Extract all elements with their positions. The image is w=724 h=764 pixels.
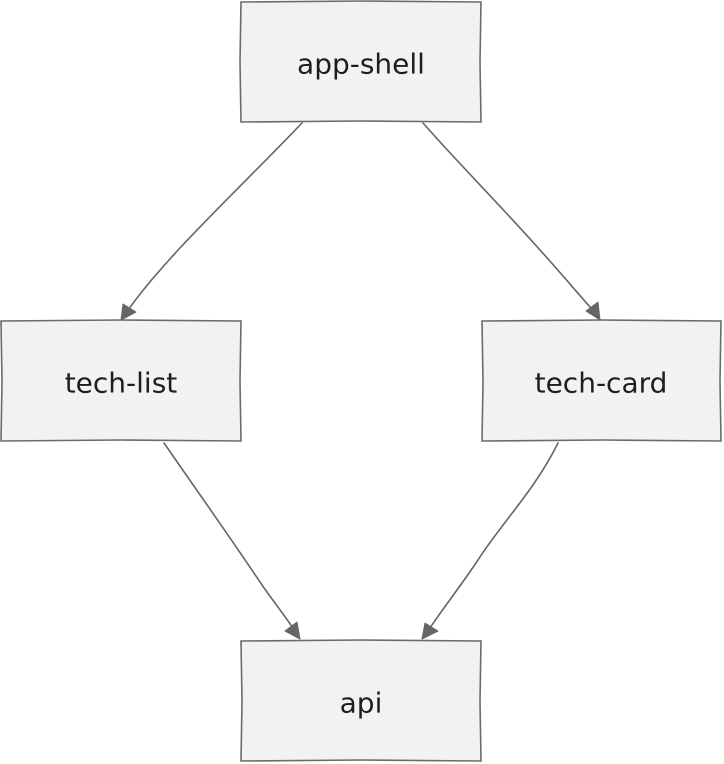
node-label: api (340, 687, 383, 720)
arrowhead-icon (120, 303, 137, 321)
node-box (0, 319, 242, 442)
arrowhead-icon (284, 621, 301, 640)
node-label: tech-list (65, 367, 178, 400)
arrowhead-icon (585, 301, 601, 321)
node-api[interactable]: api (240, 639, 482, 762)
edge-line (425, 442, 559, 635)
node-box (240, 639, 482, 762)
edge-line (163, 442, 298, 635)
edge-tech-card-to-api (421, 442, 559, 640)
edge-tech-list-to-api (163, 442, 301, 640)
edge-line (123, 122, 303, 317)
edge-line (422, 122, 599, 317)
node-box (239, 0, 482, 123)
edge-app-shell-to-tech-card (422, 122, 601, 321)
edge-app-shell-to-tech-list (120, 122, 303, 321)
node-box (481, 319, 722, 442)
node-tech-list[interactable]: tech-list (0, 319, 242, 442)
node-tech-card[interactable]: tech-card (481, 319, 722, 442)
arrowhead-icon (421, 622, 439, 640)
node-label: tech-card (535, 367, 668, 400)
node-app-shell[interactable]: app-shell (239, 0, 482, 123)
node-label: app-shell (297, 48, 425, 81)
